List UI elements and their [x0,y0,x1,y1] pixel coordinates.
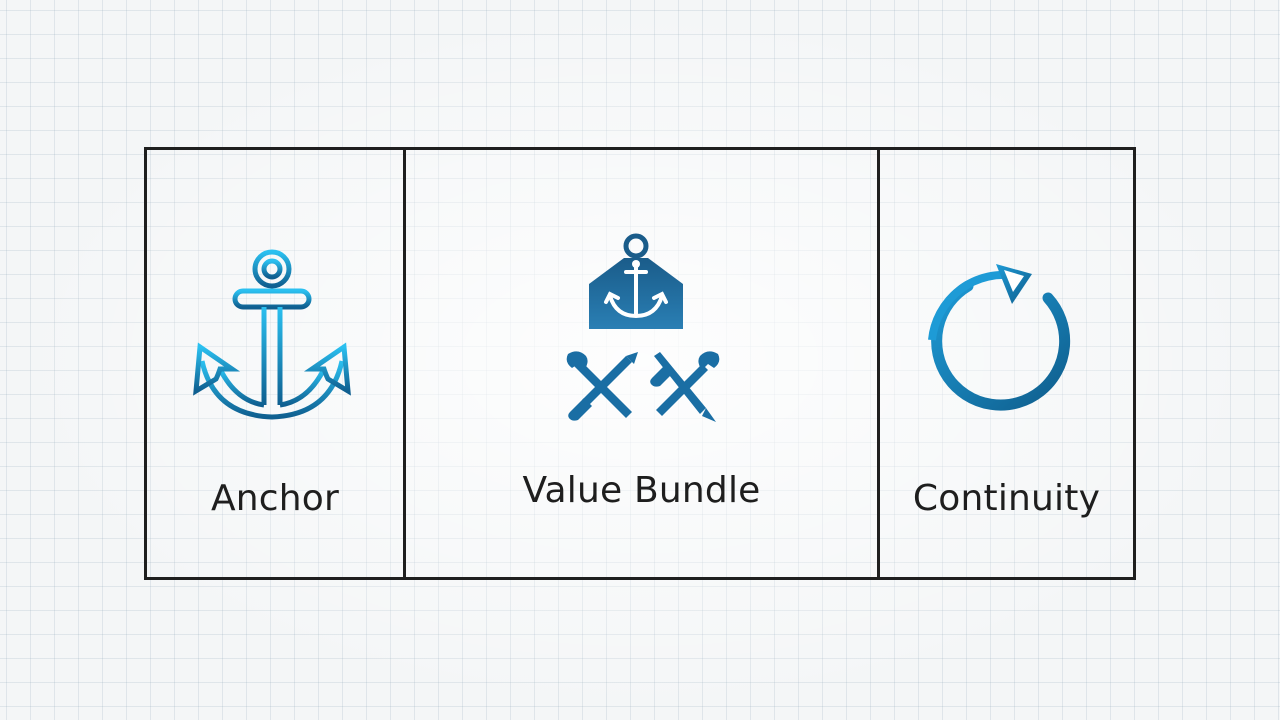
panel-value-bundle: Value Bundle [403,147,880,580]
diagram-panels: Anchor [144,147,1136,580]
circular-arrow-icon [928,264,1071,411]
anchor-icon [193,249,351,420]
panel-continuity: Continuity [877,147,1136,580]
value-bundle-label: Value Bundle [522,470,761,511]
wrench-screwdriver-icon [566,351,638,421]
panel-anchor: Anchor [144,147,406,580]
continuity-label: Continuity [912,478,1101,519]
anchor-badge-icon [589,233,683,329]
anchor-label: Anchor [210,478,340,519]
wrench-screwdriver-icon [650,351,720,422]
